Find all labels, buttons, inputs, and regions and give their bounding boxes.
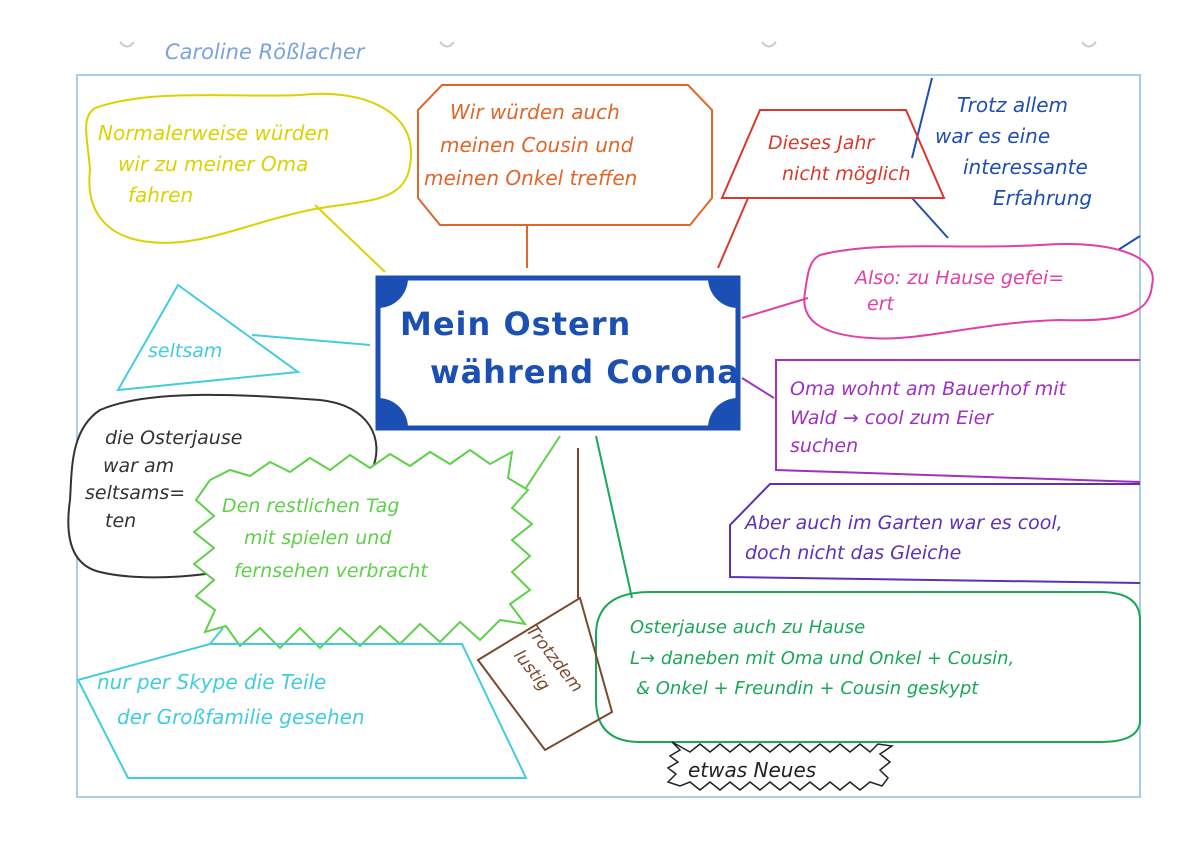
text-trotz-line: interessante — [963, 155, 1088, 179]
box-lustig — [476, 596, 614, 752]
bubble-normalerweise — [85, 92, 413, 244]
text-osterjause-hause-line: Osterjause auch zu Hause — [630, 617, 866, 638]
connector-magenta — [741, 377, 775, 399]
text-tag: Den restlichen Tag mit spielen und ferns… — [222, 490, 428, 587]
text-normalerweise-line: fahren — [128, 183, 194, 207]
text-oma: Oma wohnt am Bauerhof mit Wald → cool zu… — [790, 375, 1066, 461]
text-normalerweise-line: wir zu meiner Oma — [118, 152, 309, 176]
connector-darkblue-3 — [1117, 235, 1141, 251]
text-trotz: Trotz allem war es eine interessante Erf… — [935, 90, 1092, 214]
text-cousin-line: Wir würden auch — [450, 100, 620, 124]
text-cousin-line: meinen Onkel treffen — [424, 166, 638, 190]
bubble-also — [803, 243, 1154, 340]
text-tag-line: Den restlichen Tag — [222, 495, 400, 517]
box-garten — [729, 483, 1141, 584]
text-trotz-line: war es eine — [935, 124, 1051, 148]
text-trotz-line: Trotz allem — [957, 93, 1068, 117]
text-oma-line: Wald → cool zum Eier — [790, 406, 994, 429]
text-seltsam: seltsam — [148, 342, 222, 361]
text-garten-line: Aber auch im Garten war es cool, — [745, 512, 1063, 534]
text-also-line: Also: zu Hause gefei= — [855, 267, 1065, 289]
star-tag — [192, 448, 534, 650]
text-dieses-jahr: Dieses Jahr nicht möglich — [768, 128, 911, 191]
connector-cyan — [251, 334, 371, 346]
connector-pink — [741, 297, 809, 319]
banner-neues — [666, 741, 895, 791]
text-also: Also: zu Hause gefei= ert — [855, 266, 1064, 317]
text-skype: nur per Skype die Teile der Großfamilie … — [97, 665, 365, 735]
connector-darkblue-1 — [911, 77, 933, 159]
connector-red — [717, 197, 749, 269]
text-tag-line: mit spielen und — [244, 527, 392, 550]
text-osterjause-seltsam: die Osterjause war am seltsams= ten — [85, 425, 242, 535]
text-skype-line: nur per Skype die Teile — [97, 670, 327, 694]
text-oma-line: Oma wohnt am Bauerhof mit — [790, 378, 1066, 400]
text-tag-line: fernsehen verbracht — [234, 559, 428, 582]
text-oma-line: suchen — [790, 435, 859, 457]
text-osterjause-seltsam-line: war am — [103, 454, 175, 477]
text-trotz-line: Erfahrung — [993, 186, 1093, 210]
text-also-line: ert — [867, 292, 894, 315]
box-osterjause-hause — [595, 591, 1141, 743]
paper-hole-4 — [1081, 41, 1097, 48]
connector-green — [595, 435, 633, 599]
text-garten-line: doch nicht das Gleiche — [745, 542, 962, 565]
text-osterjause-seltsam-line: seltsams= — [85, 482, 186, 505]
paper-hole-3 — [761, 41, 777, 48]
author-name: Caroline Rößlacher — [165, 40, 365, 64]
text-neues-line: etwas Neues — [688, 758, 817, 782]
box-cousin — [417, 84, 713, 226]
text-cousin-line: meinen Cousin und — [440, 133, 634, 157]
text-dieses-jahr-line: nicht möglich — [782, 163, 911, 186]
text-osterjause-hause: Osterjause auch zu Hause L→ daneben mit … — [630, 613, 1014, 705]
center-title-line-2: während Corona — [430, 353, 740, 391]
paper-hole-1 — [119, 41, 135, 48]
text-normalerweise: Normalerweise würden wir zu meiner Oma f… — [98, 118, 329, 211]
connector-lines — [209, 77, 1141, 645]
text-neues: etwas Neues — [688, 760, 816, 780]
box-skype — [76, 643, 528, 779]
text-osterjause-seltsam-line: ten — [105, 509, 137, 532]
connector-yellow — [314, 204, 386, 273]
text-osterjause-seltsam-line: die Osterjause — [105, 427, 243, 449]
connector-skype — [209, 627, 224, 645]
center-box — [375, 275, 741, 431]
box-oma — [775, 359, 1141, 483]
text-osterjause-hause-line: & Onkel + Freundin + Cousin geskypt — [636, 678, 979, 700]
box-dieses-jahr — [720, 109, 946, 199]
text-osterjause-hause-line: L→ daneben mit Oma und Onkel + Cousin, — [630, 647, 1015, 669]
text-normalerweise-line: Normalerweise würden — [98, 121, 330, 145]
triangle-seltsam — [116, 283, 301, 392]
page-frame — [76, 74, 1141, 798]
text-cousin: Wir würden auch meinen Cousin und meinen… — [424, 96, 637, 195]
text-dieses-jahr-line: Dieses Jahr — [768, 132, 875, 154]
text-garten: Aber auch im Garten war es cool, doch ni… — [745, 508, 1063, 569]
connector-darkblue-2 — [911, 197, 949, 239]
paper-hole-2 — [439, 41, 455, 48]
center-title: Mein Ostern während Corona — [400, 300, 740, 396]
text-seltsam-line: seltsam — [148, 340, 223, 362]
text-skype-line: der Großfamilie gesehen — [117, 705, 365, 729]
center-title-line-1: Mein Ostern — [400, 305, 632, 343]
